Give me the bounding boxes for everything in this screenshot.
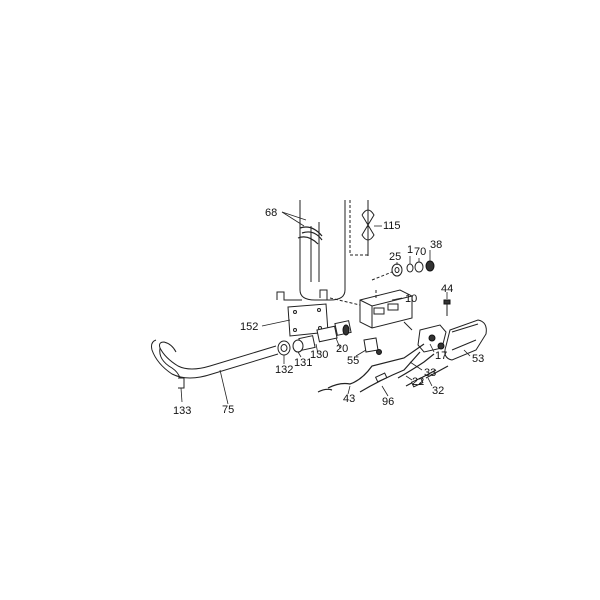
callout-75: 75 (222, 404, 234, 416)
gas-tube-75 (151, 339, 279, 379)
callout-133: 133 (173, 405, 191, 417)
callout-115: 115 (383, 220, 401, 232)
callout-38: 38 (430, 239, 442, 251)
elbow-55 (363, 337, 382, 355)
washer-set (371, 260, 435, 281)
callout-130: 130 (310, 349, 328, 361)
callout-70: 70 (414, 246, 426, 258)
anode-rod (361, 200, 375, 256)
clip-133 (178, 377, 185, 389)
wire-bundle-68 (297, 226, 323, 245)
leader-lines (180, 211, 471, 405)
callout-32: 32 (432, 385, 444, 397)
callout-96: 96 (382, 396, 394, 408)
callout-53: 53 (472, 353, 484, 365)
callout-43: 43 (343, 393, 355, 405)
callout-152: 152 (240, 321, 258, 333)
callout-20: 20 (336, 343, 348, 355)
burner-assembly (417, 319, 487, 361)
screw-44 (443, 299, 451, 316)
callout-17: 17 (435, 350, 447, 362)
callout-55: 55 (347, 355, 359, 367)
fitting-chain (277, 320, 352, 356)
gas-valve-10 (329, 289, 413, 331)
tank (299, 200, 370, 301)
igniter-wires (317, 343, 449, 393)
callout-33: 33 (424, 367, 436, 379)
callout-labels: 68 115 25 1 70 38 10 44 152 130 131 132 … (173, 207, 484, 417)
callout-10: 10 (405, 293, 417, 305)
callout-44: 44 (441, 283, 453, 295)
callout-131: 131 (294, 357, 312, 369)
callout-22: 22 (412, 376, 424, 388)
callout-1: 1 (407, 244, 413, 256)
callout-132: 132 (275, 364, 293, 376)
callout-68: 68 (265, 207, 277, 219)
callout-25: 25 (389, 251, 401, 263)
